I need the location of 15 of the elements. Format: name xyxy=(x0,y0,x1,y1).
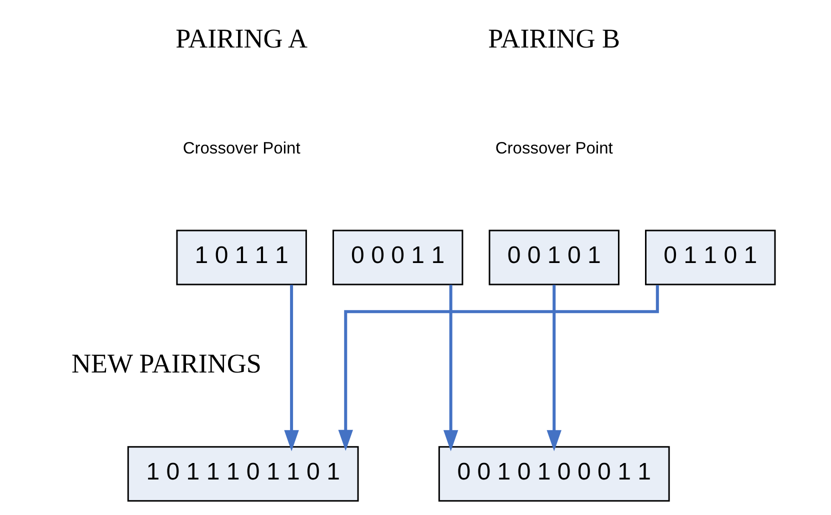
arrow xyxy=(546,284,562,452)
label: Crossover Point xyxy=(495,138,613,158)
label: Crossover Point xyxy=(182,138,300,158)
node-box: 1 0 1 1 1 0 1 1 0 1 xyxy=(127,446,359,502)
arrow xyxy=(284,284,299,452)
node-box: 1 0 1 1 1 xyxy=(176,230,307,286)
label: PAIRING B xyxy=(488,24,620,54)
label: NEW PAIRINGS xyxy=(71,348,262,378)
arrow xyxy=(443,284,458,452)
node-box: 0 0 1 0 1 xyxy=(488,230,620,286)
node-box: 0 0 1 0 1 0 0 0 1 1 xyxy=(438,446,670,502)
node-box: 0 0 0 1 1 xyxy=(332,230,464,286)
label: PAIRING A xyxy=(176,24,308,54)
node-box: 0 1 1 0 1 xyxy=(645,230,776,286)
arrow xyxy=(338,285,659,451)
